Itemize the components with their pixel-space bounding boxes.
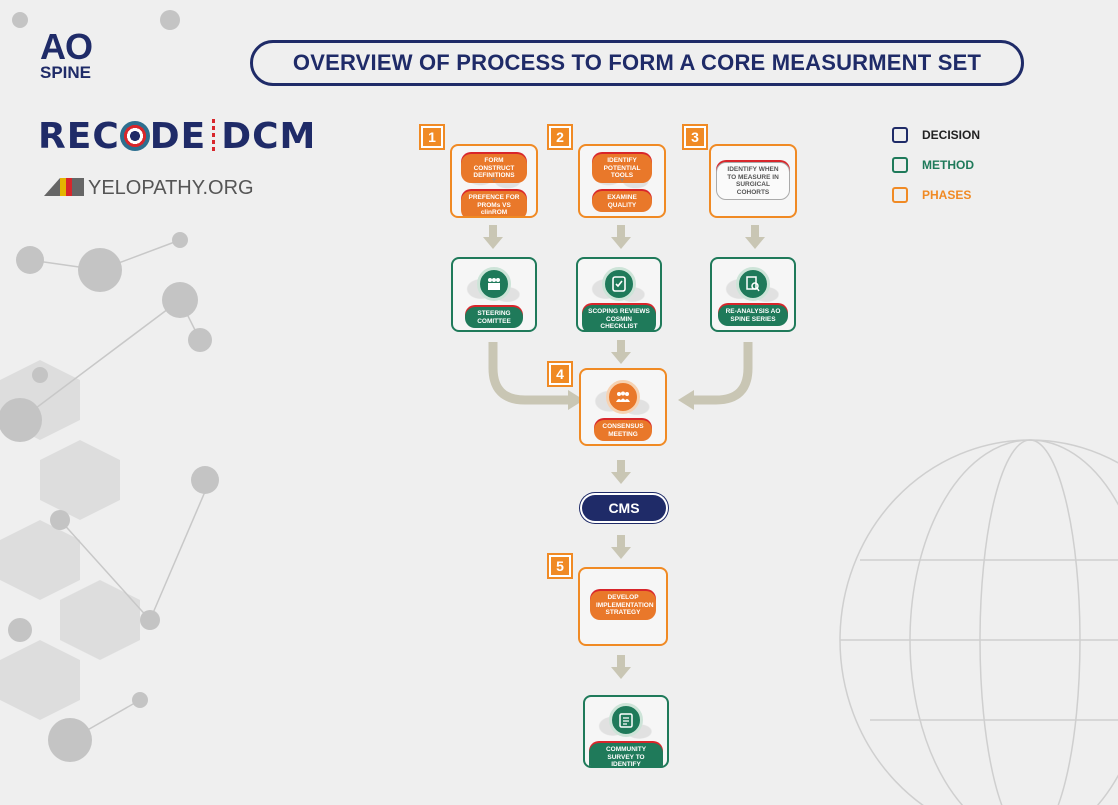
myelopathy-logo-text: YELOPATHY.ORG xyxy=(88,177,254,199)
method-3-box: RE-ANALYSIS AO SPINE SERIES xyxy=(710,257,796,332)
legend-item-phases: PHASES xyxy=(892,180,980,210)
logo-separator xyxy=(212,119,216,153)
phase-number-1: 1 xyxy=(419,124,445,150)
phase-1-box: FORM CONSTRUCT DEFINITIONS + PREFENCE FO… xyxy=(450,144,538,218)
phase-number-3: 3 xyxy=(682,124,708,150)
group-icon xyxy=(477,267,511,301)
phase-number-4: 4 xyxy=(547,361,573,387)
ao-logo-text: AO xyxy=(40,26,93,67)
phase-2-box: IDENTIFY POTENTIAL TOOLS + EXAMINE QUALI… xyxy=(578,144,666,218)
recode-logo-left: REC xyxy=(38,116,120,157)
arrow-m2-to-p4 xyxy=(611,340,631,364)
phase-2-plus: + xyxy=(619,175,625,186)
meeting-group-icon xyxy=(606,380,640,414)
phase-3-box: IDENTIFY WHEN TO MEASURE IN SURGICAL COH… xyxy=(709,144,797,218)
recode-dcm-logo: REC DE DCM xyxy=(38,116,316,157)
recode-logo-mid: DE xyxy=(149,116,207,157)
arrow-p3-to-m3 xyxy=(745,225,765,249)
phase-5-box: DEVELOP IMPLEMENTATION STRATEGY xyxy=(578,567,668,646)
legend-item-method: METHOD xyxy=(892,150,980,180)
page-title: OVERVIEW OF PROCESS TO FORM A CORE MEASU… xyxy=(292,50,982,75)
arrow-m1-to-p4 xyxy=(488,342,572,405)
phase-1-top-label: FORM CONSTRUCT DEFINITIONS xyxy=(461,154,527,183)
eye-icon xyxy=(119,121,150,151)
title-banner: OVERVIEW OF PROCESS TO FORM A CORE MEASU… xyxy=(250,40,1024,86)
legend: DECISION METHOD PHASES xyxy=(892,120,980,210)
phase-3-label: IDENTIFY WHEN TO MEASURE IN SURGICAL COH… xyxy=(716,162,790,200)
ao-spine-logo: AO SPINE xyxy=(40,26,93,82)
phase-number-5: 5 xyxy=(547,553,573,579)
document-search-icon xyxy=(736,267,770,301)
cms-decision: CMS xyxy=(582,495,666,521)
arrow-m3-to-p4 xyxy=(690,342,753,405)
arrow-cms-to-p5 xyxy=(611,535,631,559)
method-2-label: SCOPING REVIEWS COSMIN CHECKLIST xyxy=(582,305,656,330)
method-3-label: RE-ANALYSIS AO SPINE SERIES xyxy=(718,305,788,326)
spine-logo-text: SPINE xyxy=(40,63,92,82)
phase-1-bottom-label: PREFENCE FOR PROMs VS clinROM xyxy=(461,191,527,216)
survey-clipboard-icon xyxy=(609,703,643,737)
method-1-label: STEERING COMITTEE xyxy=(465,307,523,328)
legend-swatch-method xyxy=(892,157,908,173)
legend-item-decision: DECISION xyxy=(892,120,980,150)
phase-2-bottom-label: EXAMINE QUALITY xyxy=(592,191,652,212)
legend-label-method: METHOD xyxy=(922,158,974,172)
legend-swatch-decision xyxy=(892,127,908,143)
arrow-p4-to-cms xyxy=(611,460,631,484)
phase-1-plus: + xyxy=(491,175,497,186)
myelopathy-logo: YELOPATHY.ORG xyxy=(44,177,254,200)
phase-4-box: CONSENSUS MEETING xyxy=(579,368,667,446)
method-4-box: COMMUNITY SURVEY TO IDENTIFY BARRIERS xyxy=(583,695,669,768)
arrow-p1-to-m1 xyxy=(483,225,503,249)
phase-number-2: 2 xyxy=(547,124,573,150)
checklist-icon xyxy=(602,267,636,301)
phase-4-label: CONSENSUS MEETING xyxy=(594,420,652,441)
method-4-label: COMMUNITY SURVEY TO IDENTIFY BARRIERS xyxy=(589,743,663,766)
arrow-p2-to-m2 xyxy=(611,225,631,249)
method-2-box: SCOPING REVIEWS COSMIN CHECKLIST xyxy=(576,257,662,332)
legend-label-phases: PHASES xyxy=(922,188,972,202)
recode-logo-right: DCM xyxy=(221,116,317,157)
phase-2-top-label: IDENTIFY POTENTIAL TOOLS xyxy=(592,154,652,183)
method-1-box: STEERING COMITTEE xyxy=(451,257,537,332)
legend-label-decision: DECISION xyxy=(922,128,981,142)
arrow-p5-to-m4 xyxy=(611,655,631,679)
phase-5-label: DEVELOP IMPLEMENTATION STRATEGY xyxy=(590,591,656,620)
legend-swatch-phases xyxy=(892,187,908,203)
